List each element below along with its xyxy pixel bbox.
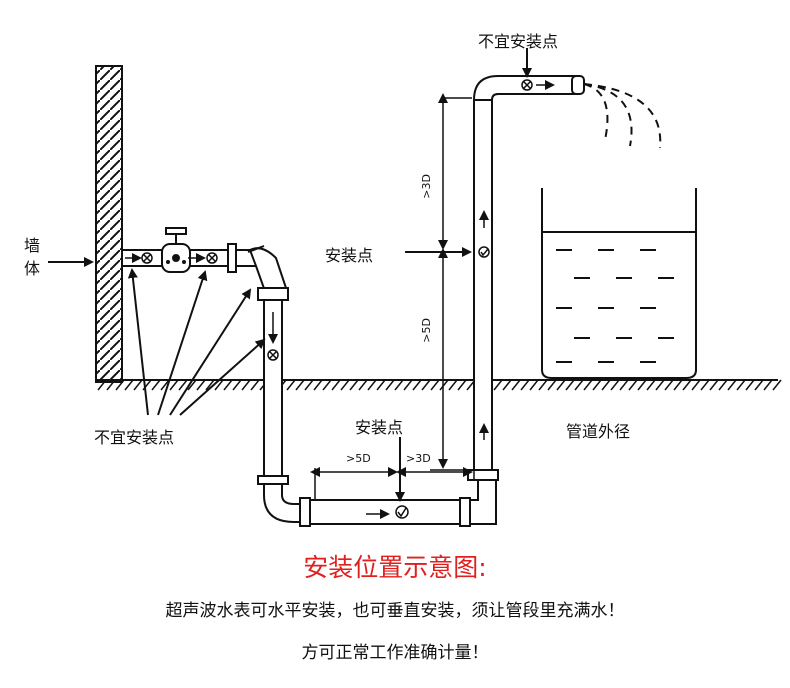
water-tank <box>541 188 697 379</box>
caption-line-2: 方可正常工作准确计量！ <box>301 643 489 663</box>
not-suitable-label-bottom: 不宜安装点 <box>94 428 175 447</box>
dim-5d-horizontal-label: >5D <box>346 452 371 465</box>
wall <box>95 65 123 383</box>
dim-3d-vertical-label: >3D <box>420 174 433 199</box>
install-point-label-vertical: 安装点 <box>325 246 374 265</box>
ground-line <box>96 379 782 391</box>
wall-label-part1: 墙 <box>24 236 41 255</box>
meter-symbols <box>141 79 533 519</box>
dimension-lines <box>310 93 475 500</box>
dim-3d-horizontal-label: >3D <box>406 452 431 465</box>
wall-label-part2: 体 <box>24 259 41 278</box>
water-spray <box>583 83 662 149</box>
up-pipe <box>467 75 585 481</box>
down-pipe <box>257 287 315 523</box>
caption-title: 安装位置示意图: <box>303 553 487 582</box>
bottom-pipe <box>299 479 497 527</box>
flow-arrows <box>125 80 555 519</box>
dim-5d-vertical-label: >5D <box>420 318 433 343</box>
not-suitable-label-top: 不宜安装点 <box>478 32 559 51</box>
pipe-outer-diameter-label: 管道外径 <box>566 422 631 441</box>
caption-line-1: 超声波水表可水平安装，也可垂直安装，须让管段里充满水！ <box>165 601 625 621</box>
install-point-label-horizontal: 安装点 <box>355 418 404 437</box>
